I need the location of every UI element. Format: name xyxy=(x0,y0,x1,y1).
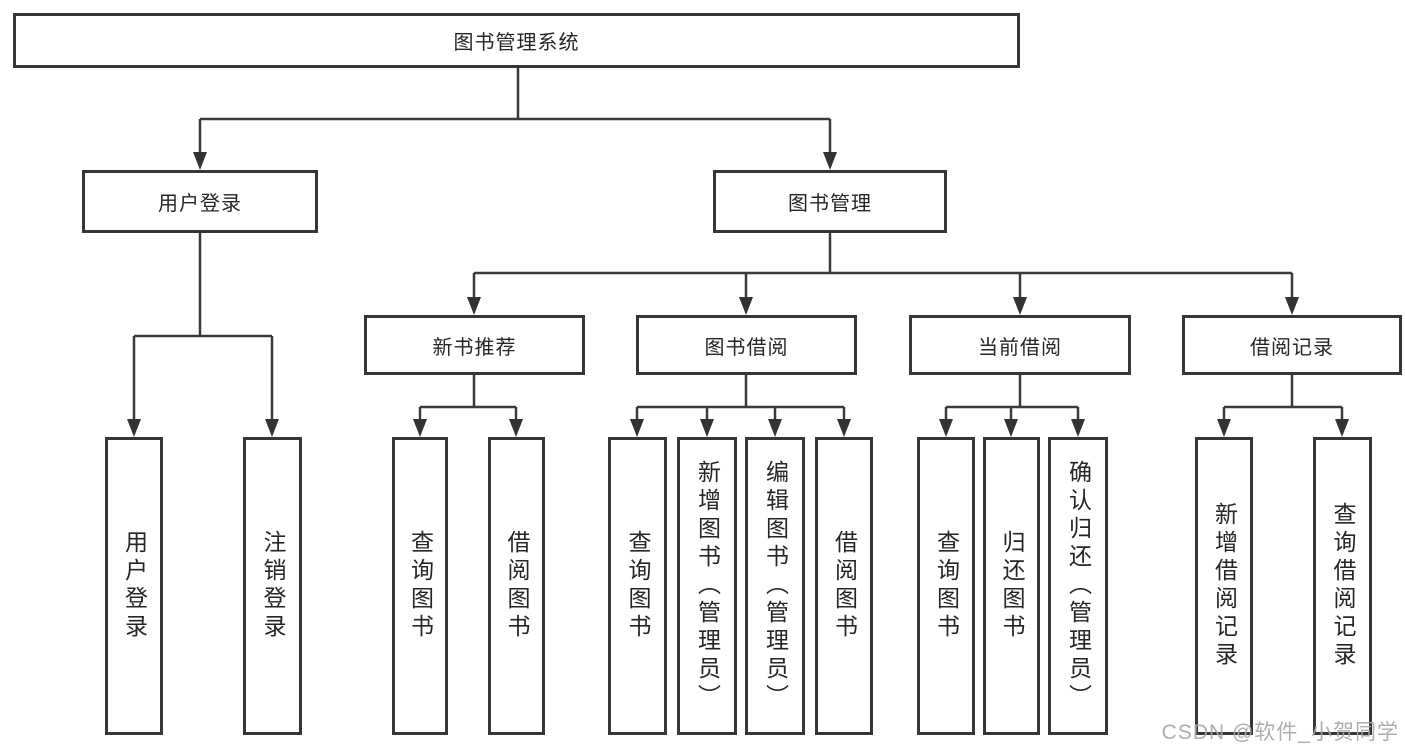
leaf-user-login-label: 用户登录 xyxy=(121,530,148,642)
leaf-records-query-borrow-record: 查询借阅记录 xyxy=(1313,437,1372,735)
leaf-current-confirm-return-admin: 确认归还（管理员） xyxy=(1048,437,1108,735)
leaf-recommend-query-books-label: 查询图书 xyxy=(407,530,434,642)
node-book-management: 图书管理 xyxy=(713,170,947,233)
leaf-recommend-borrow-books: 借阅图书 xyxy=(488,437,545,735)
leaf-current-query-books-label: 查询图书 xyxy=(933,530,960,642)
node-borrowing-records: 借阅记录 xyxy=(1182,315,1402,375)
node-current-borrowing: 当前借阅 xyxy=(909,315,1131,375)
node-user-login: 用户登录 xyxy=(82,170,318,233)
node-book-borrowing: 图书借阅 xyxy=(636,315,857,375)
leaf-current-query-books: 查询图书 xyxy=(917,437,975,735)
leaf-recommend-borrow-books-label: 借阅图书 xyxy=(504,530,530,642)
leaf-records-add-borrow-record: 新增借阅记录 xyxy=(1195,437,1253,735)
node-new-book-recommendation: 新书推荐 xyxy=(364,315,585,375)
leaf-user-login: 用户登录 xyxy=(105,437,163,735)
leaf-borrowing-borrow-books-label: 借阅图书 xyxy=(831,530,858,642)
leaf-borrowing-borrow-books: 借阅图书 xyxy=(815,437,873,735)
leaf-borrowing-edit-books-admin-label: 编辑图书（管理员） xyxy=(762,460,789,712)
leaf-records-query-borrow-record-label: 查询借阅记录 xyxy=(1330,502,1356,670)
leaf-current-confirm-return-admin-label: 确认归还（管理员） xyxy=(1065,460,1092,712)
leaf-current-return-books-label: 归还图书 xyxy=(999,530,1025,642)
leaf-current-return-books: 归还图书 xyxy=(983,437,1040,735)
leaf-recommend-query-books: 查询图书 xyxy=(392,437,448,735)
leaf-borrowing-add-books-admin-label: 新增图书（管理员） xyxy=(694,460,721,712)
leaf-borrowing-query-books-label: 查询图书 xyxy=(625,530,651,642)
leaf-borrowing-edit-books-admin: 编辑图书（管理员） xyxy=(745,437,805,735)
leaf-logout-label: 注销登录 xyxy=(260,530,286,642)
leaf-records-add-borrow-record-label: 新增借阅记录 xyxy=(1211,502,1238,670)
leaf-borrowing-add-books-admin: 新增图书（管理员） xyxy=(677,437,737,735)
leaf-logout: 注销登录 xyxy=(243,437,302,735)
node-library-management-system: 图书管理系统 xyxy=(13,13,1020,68)
watermark-text: CSDN @软件_小贺同学 xyxy=(1161,721,1399,744)
leaf-borrowing-query-books: 查询图书 xyxy=(608,437,667,735)
